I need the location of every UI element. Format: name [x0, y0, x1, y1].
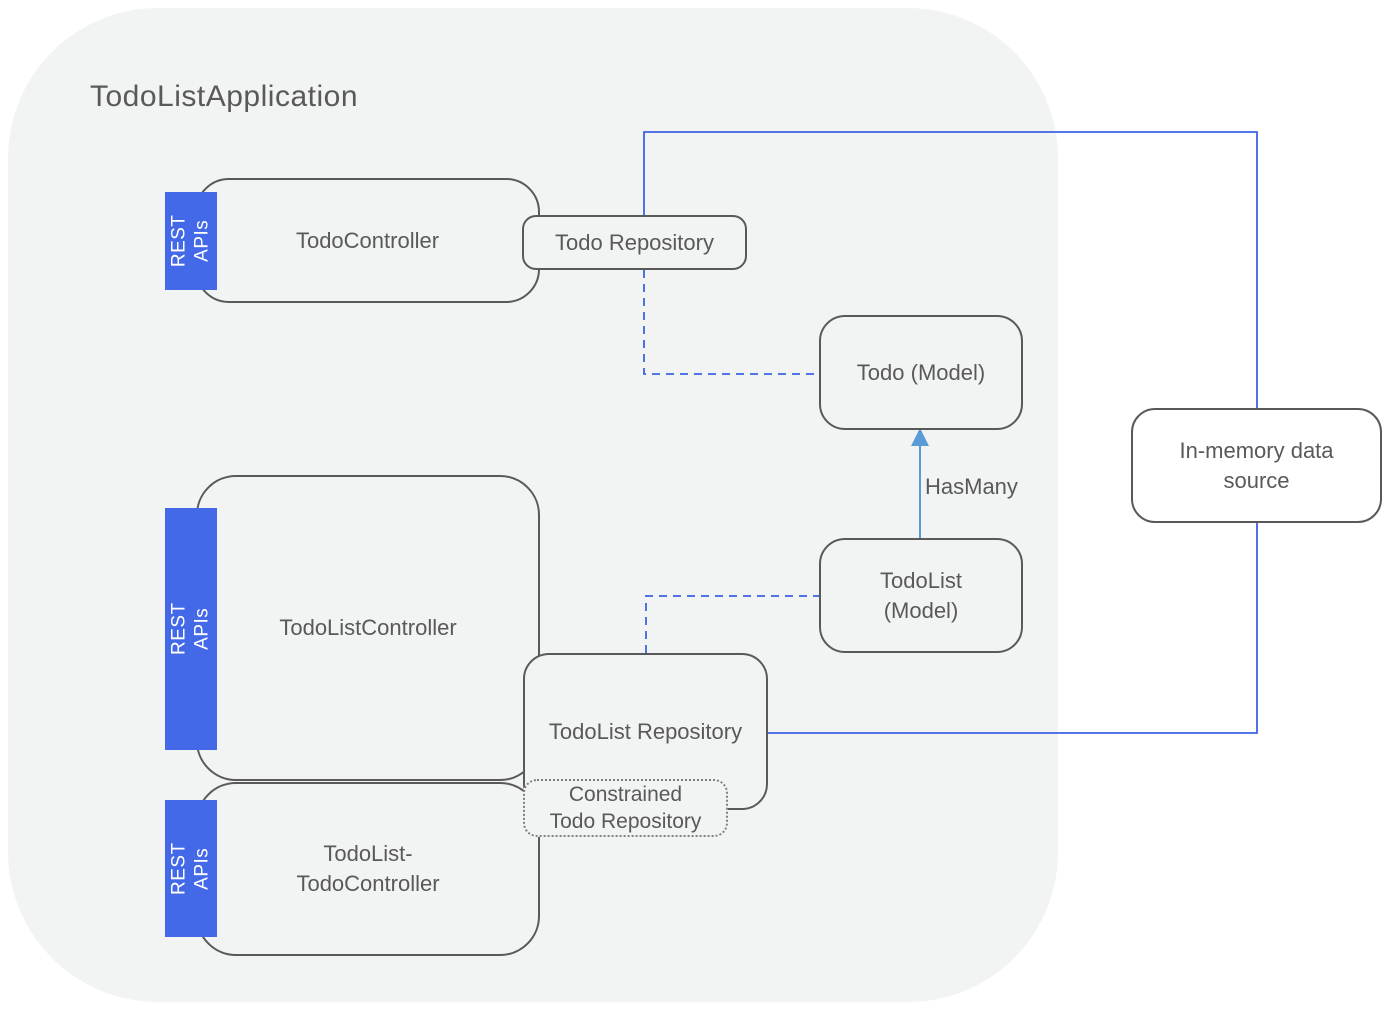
rest-apis-badge-label: REST APIs — [168, 841, 212, 895]
rest-apis-badge-label: REST APIs — [168, 214, 212, 268]
todo-repository-to-model-dashed-link — [643, 270, 819, 375]
rest-apis-badge-todo-controller: REST APIs — [165, 192, 217, 290]
rest-apis-badge-todolist-controller: REST APIs — [165, 508, 217, 750]
node-todo-controller-label: TodoController — [295, 227, 440, 253]
node-todolist-todo-controller: TodoList- TodoController — [196, 782, 540, 956]
node-todo-repository-label: Todo Repository — [555, 229, 714, 255]
node-constrained-todo-repository: Constrained Todo Repository — [523, 779, 728, 837]
node-in-memory-datasource: In-memory data source — [1131, 408, 1382, 523]
node-constrained-todo-repository-label: Constrained Todo Repository — [549, 782, 702, 833]
node-todolist-model: TodoList (Model) — [819, 538, 1023, 653]
node-todo-repository: Todo Repository — [522, 215, 747, 270]
node-todolist-controller: TodoListController — [196, 475, 540, 781]
datasource-connector-line — [643, 131, 1258, 734]
application-title: TodoListApplication — [90, 80, 359, 113]
node-todolist-repository-label: TodoList Repository — [548, 718, 743, 744]
hasmany-edge-label: HasMany — [925, 474, 1018, 499]
node-todo-model-label: Todo (Model) — [856, 359, 986, 385]
node-todo-model: Todo (Model) — [819, 315, 1023, 430]
rest-apis-badge-todolist-todo-controller: REST APIs — [165, 800, 217, 937]
node-todo-controller: TodoController — [195, 178, 540, 303]
hasmany-arrowhead-icon — [911, 428, 929, 446]
todolist-repository-to-model-dashed-link — [645, 595, 819, 653]
rest-apis-badge-label: REST APIs — [168, 602, 212, 656]
node-todolist-todo-controller-label: TodoList- TodoController — [296, 841, 440, 896]
node-todolist-controller-label: TodoListController — [279, 615, 457, 641]
node-todolist-model-label: TodoList (Model) — [880, 567, 962, 623]
node-in-memory-datasource-label: In-memory data source — [1179, 437, 1334, 493]
